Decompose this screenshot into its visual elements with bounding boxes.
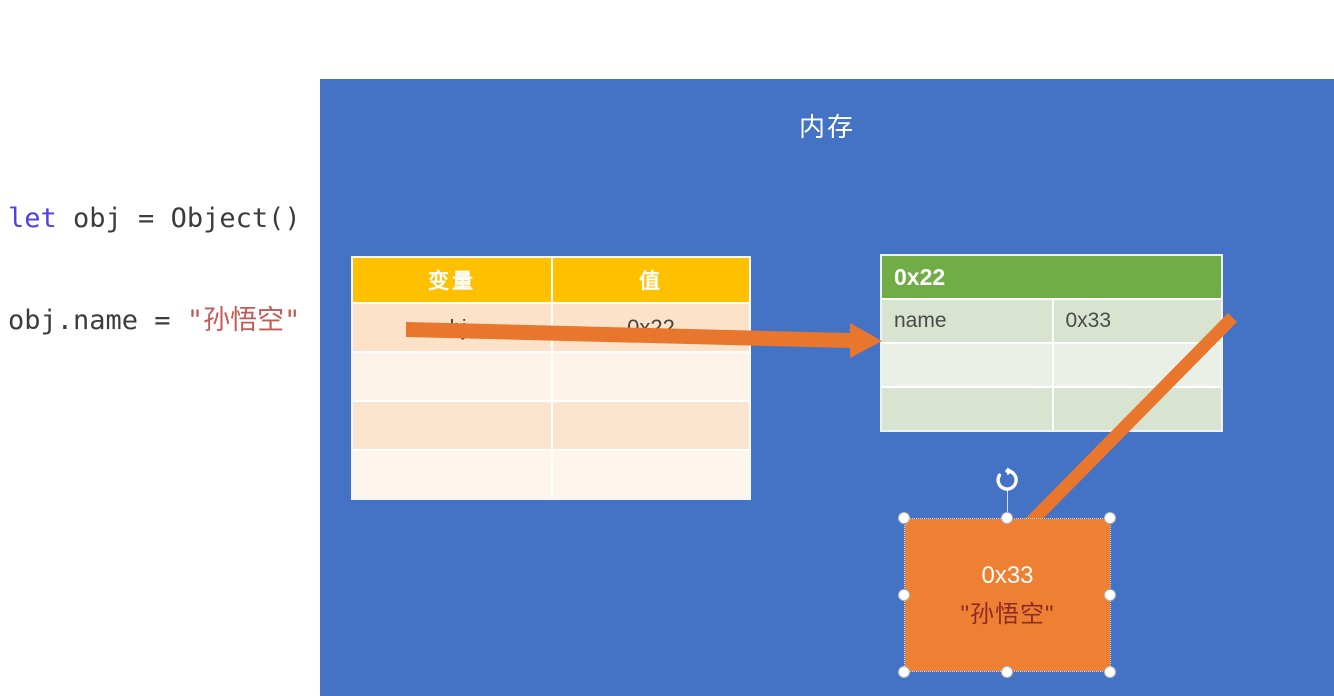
object-shape-value: "孙悟空" <box>960 600 1055 628</box>
code-block: let obj = Object() obj.name = "孙悟空" <box>8 134 301 406</box>
object-shape-address: 0x33 <box>981 561 1034 589</box>
selection-handle-bottom-center[interactable] <box>1001 666 1013 678</box>
memory-cell-key <box>882 342 1052 386</box>
selection-handle-top-left[interactable] <box>898 512 910 524</box>
variable-cell-value <box>551 400 749 449</box>
memory-table-header-row: 0x22 <box>882 256 1221 300</box>
variable-cell-value <box>551 351 749 400</box>
variable-table-header-variable: 变量 <box>353 258 551 304</box>
presentation-slide[interactable]: 内存 变量 值 obj 0x22 <box>320 79 1334 696</box>
selection-handle-middle-left[interactable] <box>898 589 910 601</box>
table-row[interactable] <box>882 386 1221 430</box>
memory-cell-value <box>1051 386 1221 430</box>
variable-cell-name <box>353 351 551 400</box>
memory-cell-value: 0x33 <box>1051 300 1221 342</box>
selection-handle-top-center[interactable] <box>1001 512 1013 524</box>
variable-table-header-row: 变量 值 <box>353 258 749 304</box>
selection-handle-bottom-left[interactable] <box>898 666 910 678</box>
code-line-2: obj.name = "孙悟空" <box>8 304 301 338</box>
table-row[interactable]: obj 0x22 <box>353 304 749 351</box>
selection-handle-top-right[interactable] <box>1104 512 1116 524</box>
code-line-1-rest: obj = Object() <box>56 203 301 234</box>
rotate-icon[interactable] <box>994 467 1020 493</box>
code-keyword-let: let <box>8 203 57 234</box>
table-row[interactable] <box>353 351 749 400</box>
variable-cell-value <box>551 449 749 498</box>
slide-title: 内存 <box>798 112 855 142</box>
memory-cell-key: name <box>882 300 1052 342</box>
table-row[interactable] <box>353 449 749 498</box>
variable-cell-name <box>353 449 551 498</box>
memory-table-address-header: 0x22 <box>882 256 1221 300</box>
code-pane: let obj = Object() obj.name = "孙悟空" <box>0 0 320 696</box>
code-line-2-prefix: obj.name = <box>8 305 187 336</box>
variable-cell-name: obj <box>353 304 551 351</box>
table-row[interactable] <box>882 342 1221 386</box>
code-string-literal: "孙悟空" <box>186 305 301 336</box>
memory-object-table[interactable]: 0x22 name 0x33 <box>880 254 1223 432</box>
rotation-handle-stem <box>1007 490 1008 520</box>
variable-cell-value: 0x22 <box>551 304 749 351</box>
object-shape-text: 0x33 "孙悟空" <box>905 519 1110 671</box>
code-line-1: let obj = Object() <box>8 202 301 236</box>
memory-cell-key <box>882 386 1052 430</box>
variable-table-header-value: 值 <box>551 258 749 304</box>
selection-handle-middle-right[interactable] <box>1104 589 1116 601</box>
memory-cell-value <box>1051 342 1221 386</box>
variable-cell-name <box>353 400 551 449</box>
object-shape[interactable]: 0x33 "孙悟空" <box>905 519 1110 671</box>
table-row[interactable] <box>353 400 749 449</box>
selection-handle-bottom-right[interactable] <box>1104 666 1116 678</box>
variable-table[interactable]: 变量 值 obj 0x22 <box>351 256 751 500</box>
table-row[interactable]: name 0x33 <box>882 300 1221 342</box>
